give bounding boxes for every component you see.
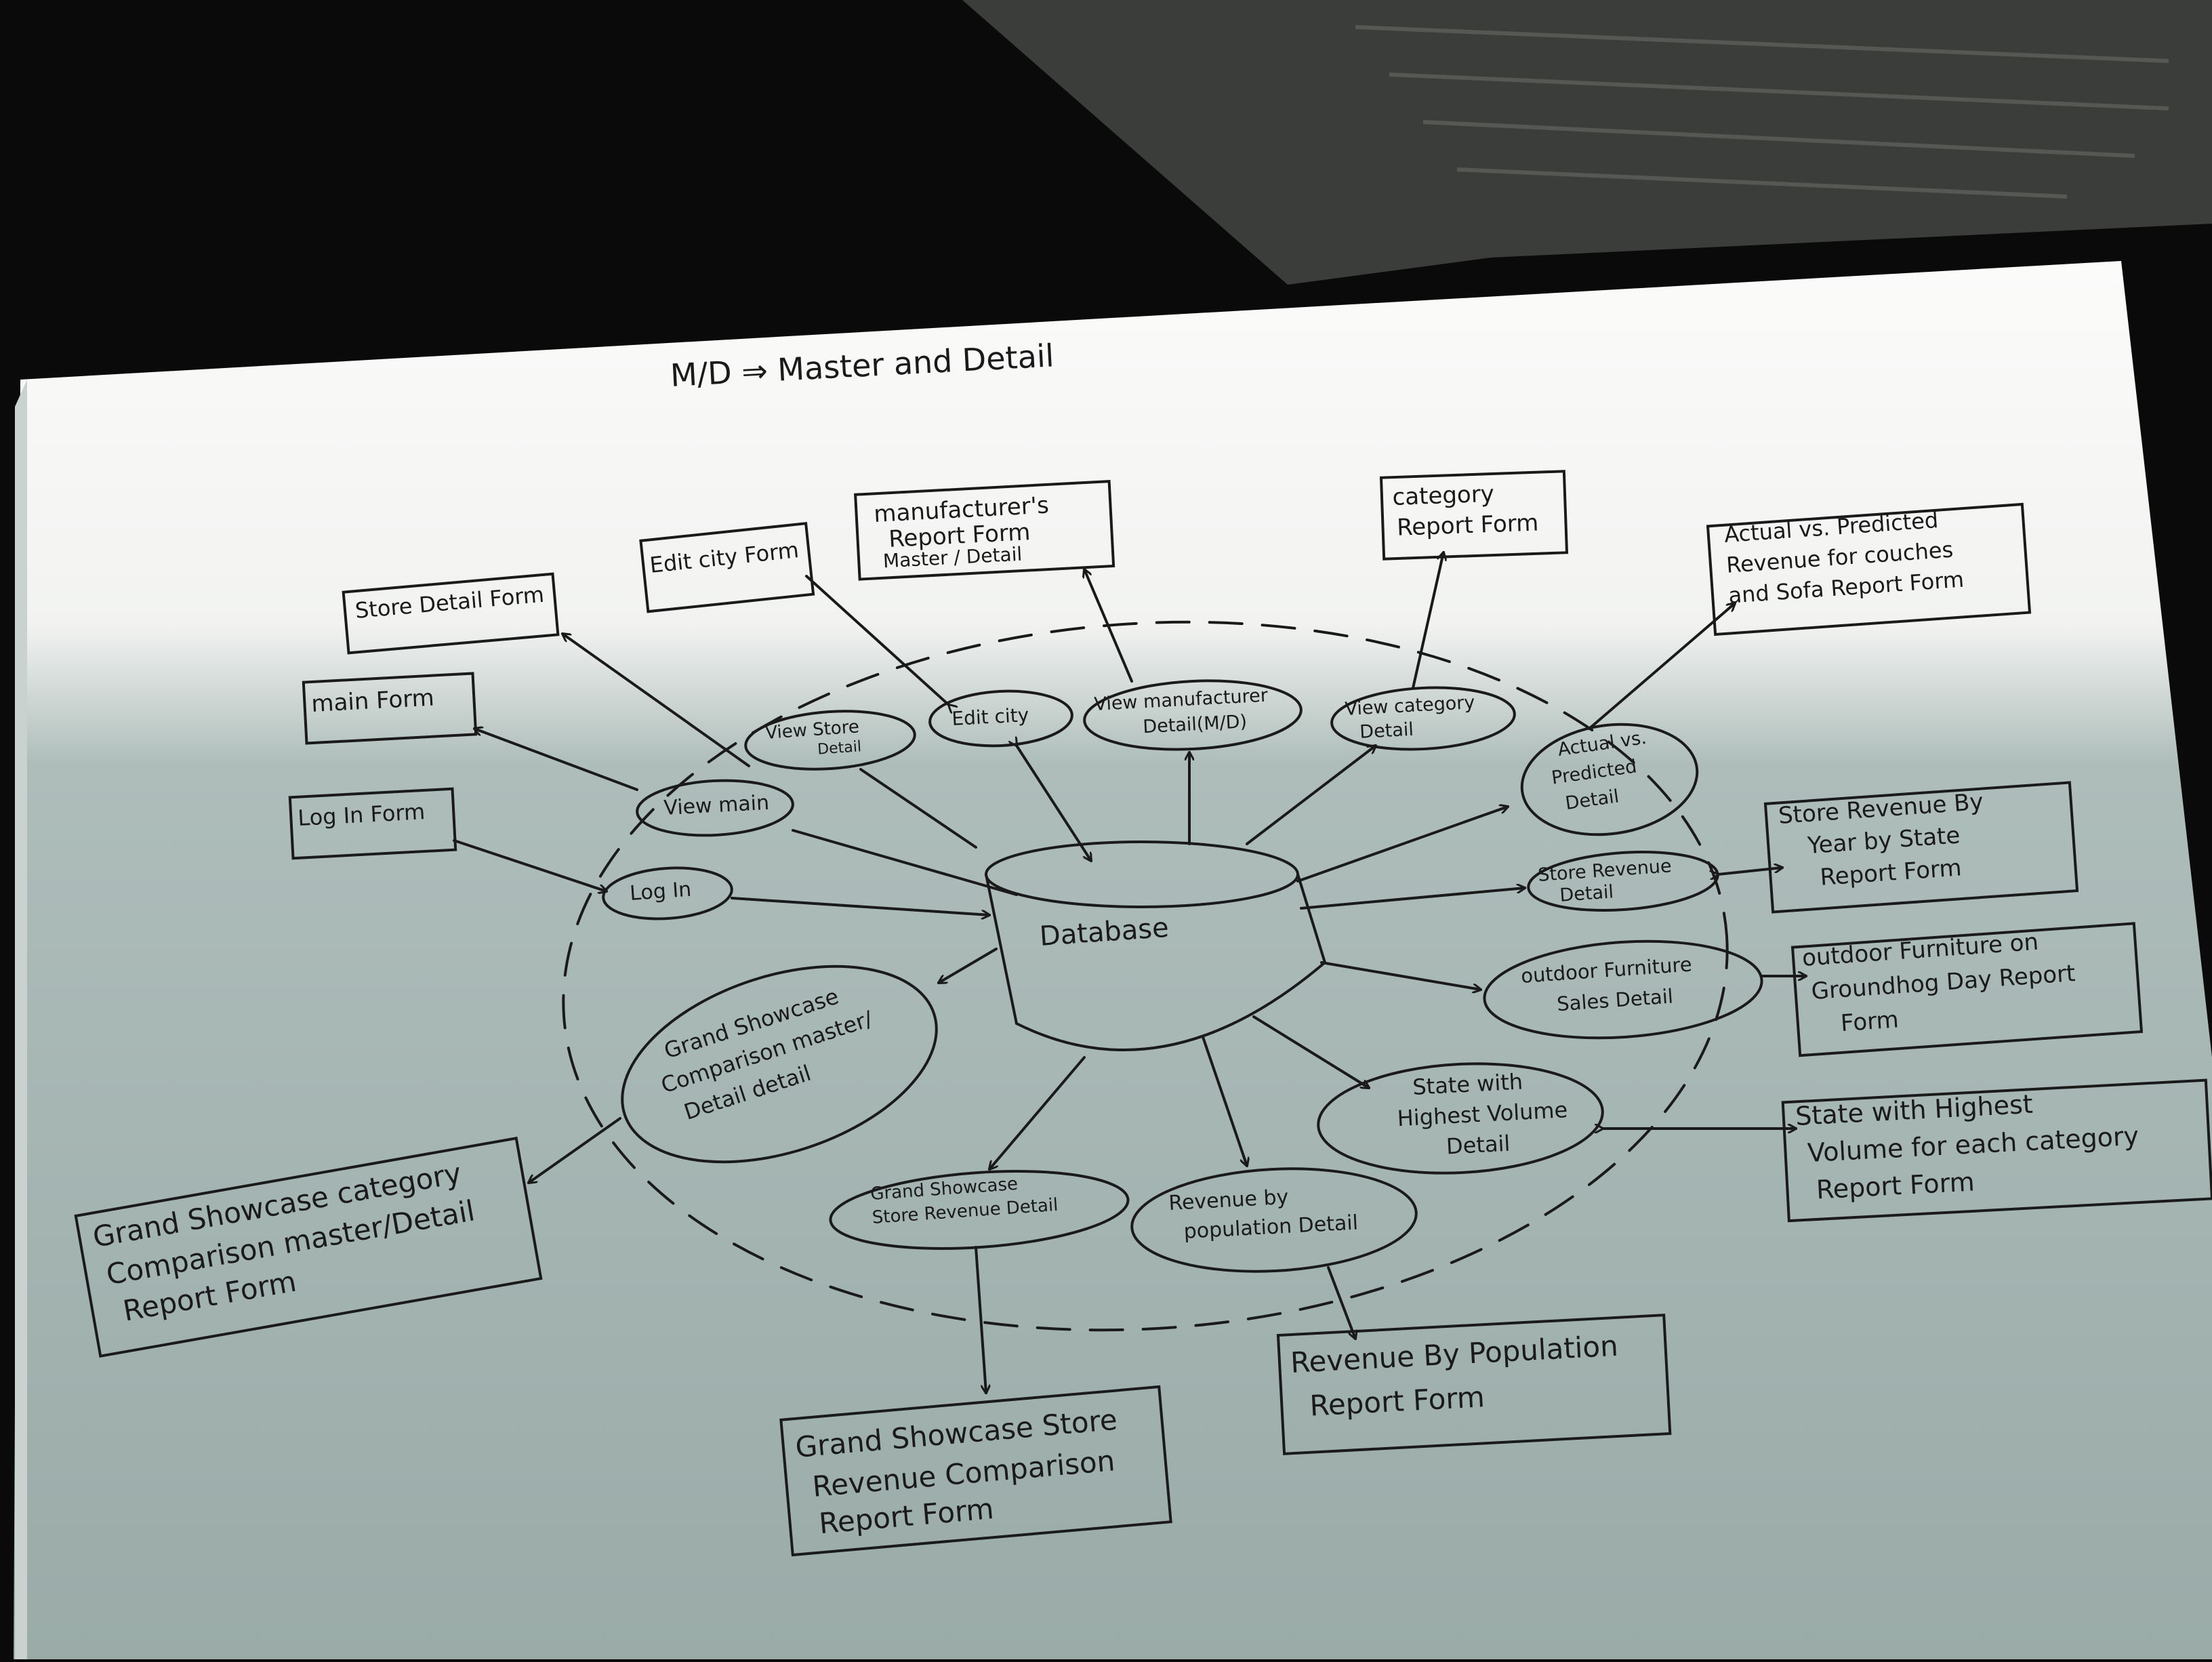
detail-ellipse-main <box>636 779 794 837</box>
form-box-revenue-population <box>1276 1314 1672 1455</box>
form-box-grand-category <box>74 1136 543 1358</box>
detail-label-login: Log In <box>629 878 692 906</box>
background-book-page <box>962 0 2212 285</box>
svg-text:Detail: Detail <box>817 738 861 758</box>
detail-ellipse-city <box>928 689 1073 748</box>
database-cylinder <box>985 840 1326 1052</box>
detail-ellipse-store <box>744 710 916 771</box>
detail-ellipse-grand-store <box>829 1170 1130 1250</box>
detail-label-outdoor: outdoor Furniture Sales Detail <box>1520 952 1692 1015</box>
detail-label-main: View main <box>663 791 770 820</box>
svg-text:Detail: Detail <box>1446 1131 1511 1160</box>
connector-lines <box>453 552 1807 1393</box>
form-box-edit-city <box>639 522 815 613</box>
form-label-manufacturer: manufacturer's Report Form Master / Deta… <box>873 492 1049 573</box>
paper-sheet <box>14 261 2212 1659</box>
detail-ellipse-category <box>1330 686 1516 751</box>
form-label-category: category Report Form <box>1392 481 1539 542</box>
paper-back-sheet <box>15 380 27 1659</box>
detail-ellipse-login <box>602 866 733 920</box>
detail-ellipse-state-highest <box>1317 1062 1604 1175</box>
form-box-store-detail <box>342 572 560 655</box>
svg-text:Detail: Detail <box>1359 719 1414 743</box>
background-book-text <box>1355 25 2169 199</box>
svg-text:Detail: Detail <box>1559 881 1614 906</box>
detail-ellipse-revenue-population <box>1130 1167 1418 1273</box>
form-box-grand-store <box>779 1385 1172 1557</box>
form-box-category <box>1379 470 1569 561</box>
svg-text:Form: Form <box>1840 1006 1900 1037</box>
form-label-main: main Form <box>310 685 434 718</box>
form-box-store-revenue <box>1763 781 2079 914</box>
svg-text:category: category <box>1392 481 1495 511</box>
detail-ellipse-actual <box>1520 723 1699 836</box>
detail-label-city: Edit city <box>951 704 1029 730</box>
detail-ellipse-grand-category <box>621 965 938 1164</box>
form-box-actual-vs-predicted <box>1706 502 2032 636</box>
form-box-main <box>302 672 478 745</box>
svg-text:Report Form: Report Form <box>1396 510 1538 542</box>
detail-ellipse-manufacturer <box>1083 679 1303 751</box>
detail-ellipse-outdoor <box>1483 939 1763 1040</box>
form-box-login <box>288 787 457 860</box>
form-box-state-highest <box>1781 1078 2212 1223</box>
svg-text:State with: State with <box>1412 1069 1523 1100</box>
form-label-actual-vs-predicted: Actual vs. Predicted Revenue for couches… <box>1723 507 1965 609</box>
system-boundary-dashed <box>562 620 1729 1332</box>
form-box-manufacturer <box>854 480 1115 581</box>
form-box-outdoor <box>1790 922 2144 1057</box>
